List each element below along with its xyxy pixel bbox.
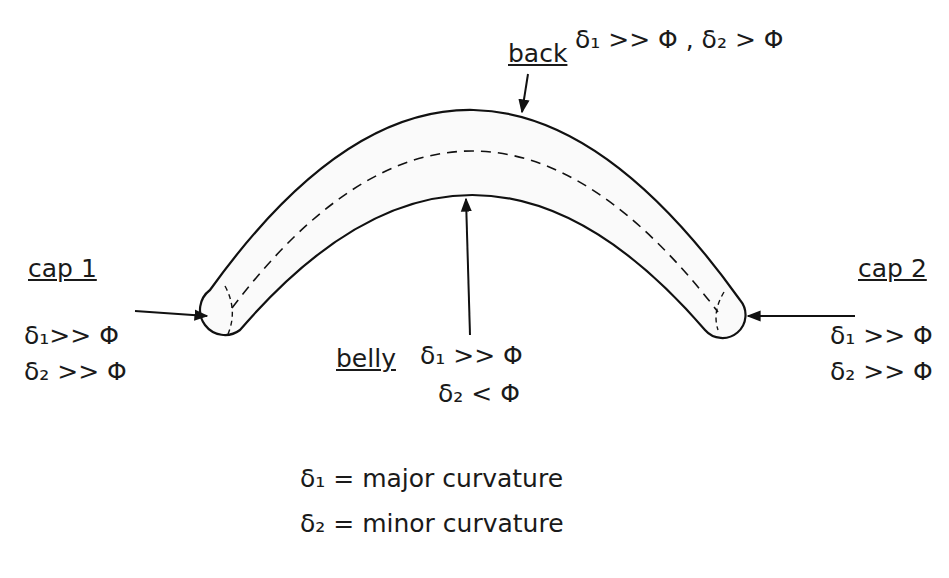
part-name: belly	[336, 345, 396, 374]
curvature-note: δ₂ < Φ	[438, 380, 520, 409]
curved-tube	[200, 110, 746, 338]
curvature-note: δ₁ >> Φ	[420, 342, 523, 371]
curvature-note: δ₁>> Φ	[24, 322, 119, 351]
leader-line	[748, 315, 855, 317]
cap-line	[225, 286, 232, 334]
part-name: back	[508, 40, 567, 69]
leader-line	[522, 74, 528, 112]
leader-line	[466, 199, 470, 335]
curvature-note: δ₂ >> Φ	[830, 358, 933, 387]
curvature-note: δ₂ >> Φ	[24, 358, 127, 387]
curvature-note: δ₁ >> Φ	[830, 322, 933, 351]
part-name: cap 2	[858, 255, 927, 284]
part-name: cap 1	[28, 255, 97, 284]
curvature-note: δ₁ >> Φ , δ₂ > Φ	[575, 26, 783, 55]
center-line	[232, 151, 718, 312]
legend-note: δ₂ = minor curvature	[300, 510, 564, 539]
cap-line	[716, 292, 724, 330]
leader-line	[135, 311, 207, 316]
legend-note: δ₁ = major curvature	[300, 465, 563, 494]
